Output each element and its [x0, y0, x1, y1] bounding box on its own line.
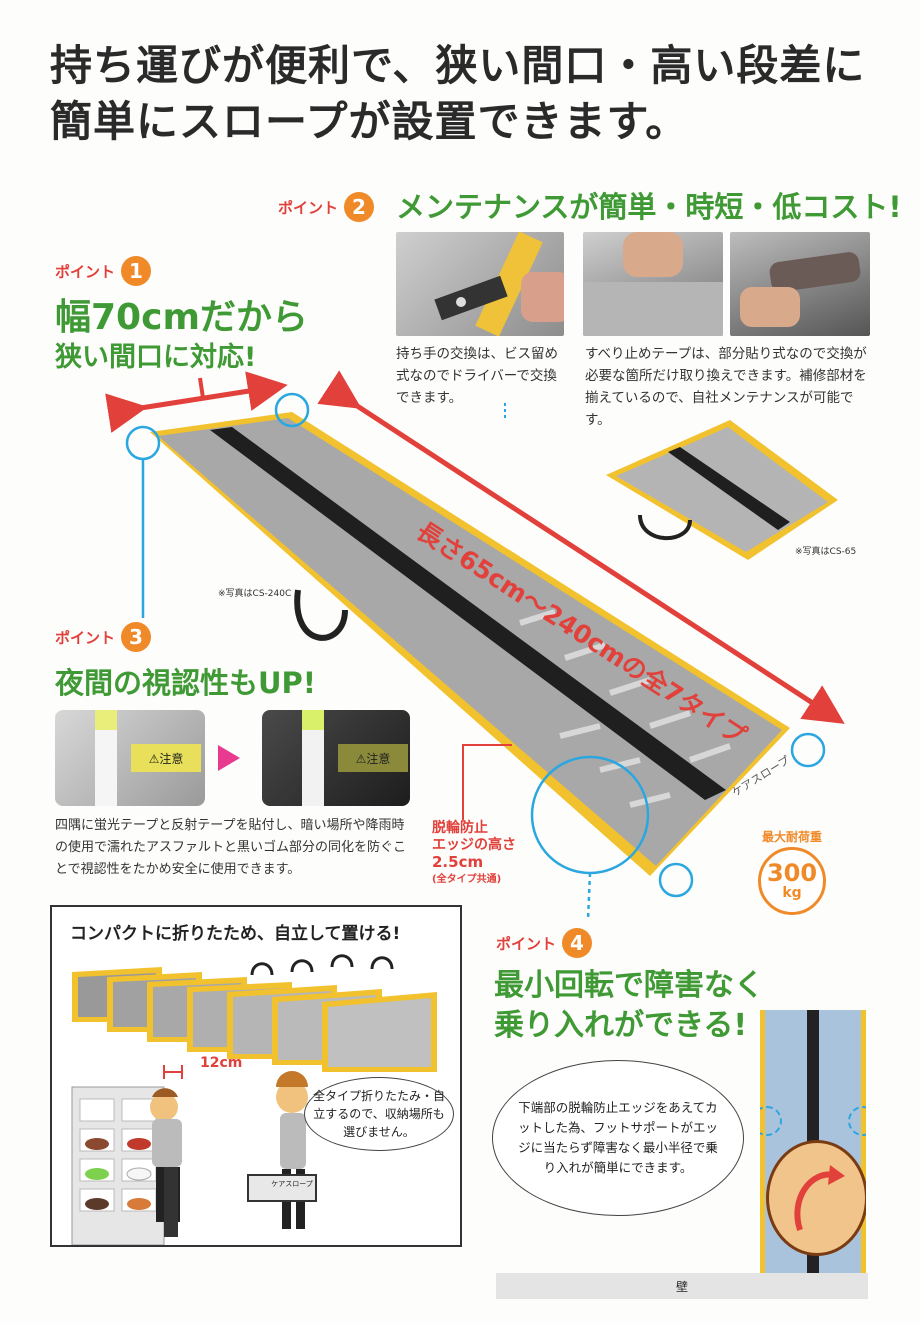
- length-arrow: [317, 370, 845, 724]
- point2-number: 2: [344, 192, 375, 222]
- max-load-value: 300: [766, 859, 818, 887]
- small-ramp-handle: [638, 514, 692, 541]
- night-label-strip: [302, 710, 324, 806]
- wall-label: 壁: [675, 1279, 688, 1294]
- max-load-circle: 300 kg: [758, 847, 826, 915]
- daylight-photo: ⚠注意: [55, 710, 205, 806]
- edge-label-pointer: [462, 744, 512, 820]
- ramp-top-view: [760, 1010, 866, 1275]
- edge-label-line3: 2.5cm: [432, 853, 484, 871]
- wall-bar: 壁: [496, 1273, 868, 1299]
- point2-title: メンテナンスが簡単・時短・低コスト!: [396, 190, 902, 224]
- bag-brand: ケアスロープ: [271, 1180, 313, 1188]
- compact-illustration: [71, 954, 437, 1245]
- point1-label: ポイント: [55, 262, 116, 281]
- carrying-person: [247, 1071, 317, 1229]
- caution-tag: ⚠注意: [131, 744, 201, 772]
- tape-peel-photo: [583, 232, 723, 336]
- folded-ramps: [72, 954, 437, 1072]
- photo-note-main: ※写真はCS-240C: [218, 589, 292, 599]
- point4-badge: ポイント 4: [496, 928, 593, 958]
- point3-number: 3: [121, 622, 152, 652]
- headline-line2: 簡単にスロープが設置できます。: [50, 97, 689, 146]
- point3-title: 夜間の視認性もUP!: [55, 666, 317, 700]
- max-load-unit: kg: [782, 885, 802, 901]
- point4-title-line1: 最小回転で障害なく: [494, 968, 764, 1003]
- compact-bubble: 全タイプ折りたたみ・自立するので、収納場所も選びません。: [304, 1077, 454, 1151]
- cut-edge-left: [760, 1106, 782, 1136]
- edge-label-line2: エッジの高さ: [432, 837, 516, 853]
- cut-edge-right: [848, 1106, 866, 1136]
- point1-badge: ポイント 1: [55, 256, 152, 286]
- point4-number: 4: [562, 928, 593, 958]
- edge-height-label: 脱輪防止 エッジの高さ 2.5cm (全タイプ共通): [432, 820, 516, 888]
- caution-tag-dark: ⚠注意: [338, 744, 408, 772]
- handle-photo-art: [434, 232, 564, 336]
- edge-label-line1: 脱輪防止: [432, 820, 488, 836]
- roller-photo: [730, 232, 870, 336]
- point2-label: ポイント: [278, 198, 339, 217]
- small-ramp-hinge: [668, 447, 790, 530]
- compact-title: コンパクトに折りたため、自立して置ける!: [70, 924, 401, 944]
- shoe-cabinet: [71, 1086, 165, 1245]
- compact-storage-box: コンパクトに折りたため、自立して置ける!: [50, 905, 462, 1247]
- point3-badge: ポイント 3: [55, 622, 152, 652]
- point4-title-line2: 乗り入れができる!: [494, 1008, 748, 1043]
- point3-caption: 四隅に蛍光テープと反射テープを貼付し、暗い場所や降雨時の使用で濡れたアスファルト…: [55, 818, 407, 877]
- point2-badge: ポイント 2: [278, 192, 375, 222]
- handle-replace-photo: [396, 232, 564, 336]
- point1-title-line1: 幅70cmだから: [55, 297, 308, 338]
- point1-number: 1: [121, 256, 152, 286]
- width-arrow: [105, 371, 288, 433]
- tape-photo-art: [583, 232, 723, 336]
- photo-note-small: ※写真はCS-65: [795, 547, 857, 557]
- wheelchair-user: [766, 1140, 866, 1256]
- page-headline: 持ち運びが便利で、狭い間口・高い段差に 簡単にスロープが設置できます。: [50, 38, 865, 150]
- edge-label-line4: (全タイプ共通): [432, 874, 502, 885]
- roller-photo-art: [740, 252, 861, 327]
- point1-title-line2: 狭い間口に対応!: [55, 342, 257, 373]
- stooping-person: [150, 1088, 182, 1237]
- headline-line1: 持ち運びが便利で、狭い間口・高い段差に: [50, 41, 866, 90]
- point3-label: ポイント: [55, 628, 116, 647]
- point4-bubble: 下端部の脱輪防止エッジをあえてカットした為、フットサポートがエッジに当たらず障害…: [492, 1060, 744, 1216]
- daylight-label-strip: [95, 710, 117, 806]
- max-load-badge: 最大耐荷重 300 kg: [752, 828, 832, 920]
- turn-arrow: [794, 1165, 845, 1231]
- edge-zoom-connector: [586, 872, 592, 921]
- compare-arrow: [218, 745, 240, 771]
- gap-label: 12cm: [200, 1055, 243, 1071]
- point4-label: ポイント: [496, 934, 557, 953]
- max-load-label: 最大耐荷重: [761, 830, 822, 844]
- night-photo: ⚠注意: [262, 710, 410, 806]
- width-arrow-tick: [198, 377, 205, 399]
